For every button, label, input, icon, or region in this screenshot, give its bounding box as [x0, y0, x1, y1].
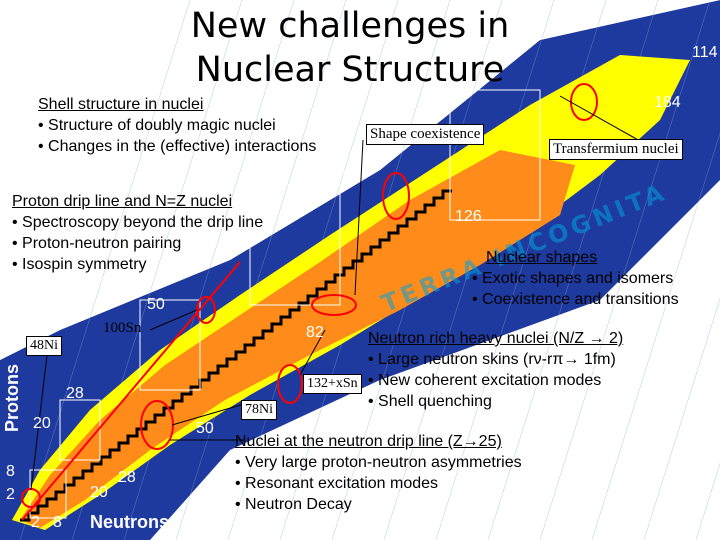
- neutrons-axis-label: Neutrons: [90, 512, 170, 532]
- shell-structure-block: Shell structure in nuclei Structure of d…: [38, 94, 316, 157]
- magic-number-label: 2: [31, 514, 40, 531]
- pointer-line: [149, 309, 198, 331]
- grid-line: [643, 297, 720, 540]
- drip-line-item: Isospin symmetry: [12, 254, 263, 275]
- drip-line-heading: Proton drip line and N=Z nuclei: [12, 193, 233, 210]
- magic-number-box: [59, 399, 101, 461]
- superheavy-circle: [382, 172, 410, 220]
- neutron-drip-item: Resonant excitation modes: [235, 473, 522, 494]
- ni48-label: 48Ni: [26, 336, 62, 356]
- magic-number-label: 184: [654, 94, 681, 111]
- neutron-drip-item: Very large proton-neutron asymmetries: [235, 452, 522, 473]
- neutron-drip-item: Neutron Decay: [235, 494, 522, 515]
- neutron-rich-heading: Neutron rich heavy nuclei (N/Z → 2): [368, 330, 624, 347]
- neutron-rich-block: Neutron rich heavy nuclei (N/Z → 2) Larg…: [368, 328, 623, 412]
- nuclear-shapes-block: Nuclear shapes Exotic shapes and isomers…: [472, 247, 679, 310]
- sn132-label: 132+xSn: [303, 374, 362, 394]
- magic-number-label: 82: [333, 168, 351, 185]
- shell-item: Changes in the (effective) interactions: [38, 136, 316, 157]
- magic-number-label: 126: [455, 208, 482, 225]
- drip-line-block: Proton drip line and N=Z nuclei Spectros…: [12, 191, 263, 275]
- pointer-line: [354, 139, 364, 296]
- nuclear-shapes-heading: Nuclear shapes: [486, 249, 598, 266]
- drip-line-item: Spectroscopy beyond the drip line: [12, 212, 263, 233]
- shell-heading: Shell structure in nuclei: [38, 96, 204, 113]
- magic-number-label: 20: [90, 484, 108, 501]
- sn100-label: 100Sn: [103, 320, 142, 336]
- drip-line-item: Proton-neutron pairing: [12, 233, 263, 254]
- nuclear-shapes-item: Exotic shapes and isomers: [472, 268, 679, 289]
- magic-number-label: 50: [147, 296, 165, 313]
- n-equals-z-line: [21, 261, 241, 521]
- pointer-line: [559, 95, 641, 142]
- neutron-drip-heading: Nuclei at the neutron drip line (Z→25): [235, 433, 502, 450]
- magic-number-box: [139, 299, 201, 391]
- pointer-line: [171, 403, 245, 426]
- magic-number-label: 50: [196, 420, 214, 437]
- magic-number-label: 28: [66, 385, 84, 402]
- magic-number-label: 82: [306, 324, 324, 341]
- slide-title: New challenges in Nuclear Structure: [160, 4, 540, 92]
- shape-coexistence-label: Shape coexistence: [366, 124, 485, 145]
- magic-number-label: 2: [6, 486, 15, 503]
- known-nuclei-band: [20, 150, 575, 528]
- transfermium-label: Transfermium nuclei: [549, 139, 683, 160]
- neutron-rich-item: New coherent excitation modes: [368, 370, 623, 391]
- magic-number-label: 114: [692, 44, 718, 61]
- magic-number-box: [449, 89, 541, 221]
- magic-number-label: 28: [118, 469, 136, 486]
- pointer-line: [30, 346, 49, 491]
- ni78-label: 78Ni: [241, 400, 277, 420]
- title-line-2: Nuclear Structure: [195, 50, 505, 90]
- neutron-drip-block: Nuclei at the neutron drip line (Z→25) V…: [235, 431, 522, 515]
- sn132-circle: [277, 364, 303, 404]
- title-line-1: New challenges in: [190, 6, 510, 46]
- magic-number-label: 8: [6, 463, 15, 480]
- pointer-line: [299, 329, 326, 376]
- shell-item: Structure of doubly magic nuclei: [38, 115, 316, 136]
- shape-coexistence-circle: [311, 294, 357, 316]
- magic-number-box: [29, 469, 67, 519]
- stable-nuclei-line: [20, 189, 452, 522]
- nuclear-shapes-item: Coexistence and transitions: [472, 289, 679, 310]
- magic-number-label: 20: [33, 415, 51, 432]
- neutron-rich-item: Shell quenching: [368, 391, 623, 412]
- magic-number-label: 8: [53, 514, 62, 531]
- neutron-rich-item: Large neutron skins (rν-rπ→ 1fm): [368, 349, 623, 370]
- protons-axis-label: Protons: [2, 363, 22, 432]
